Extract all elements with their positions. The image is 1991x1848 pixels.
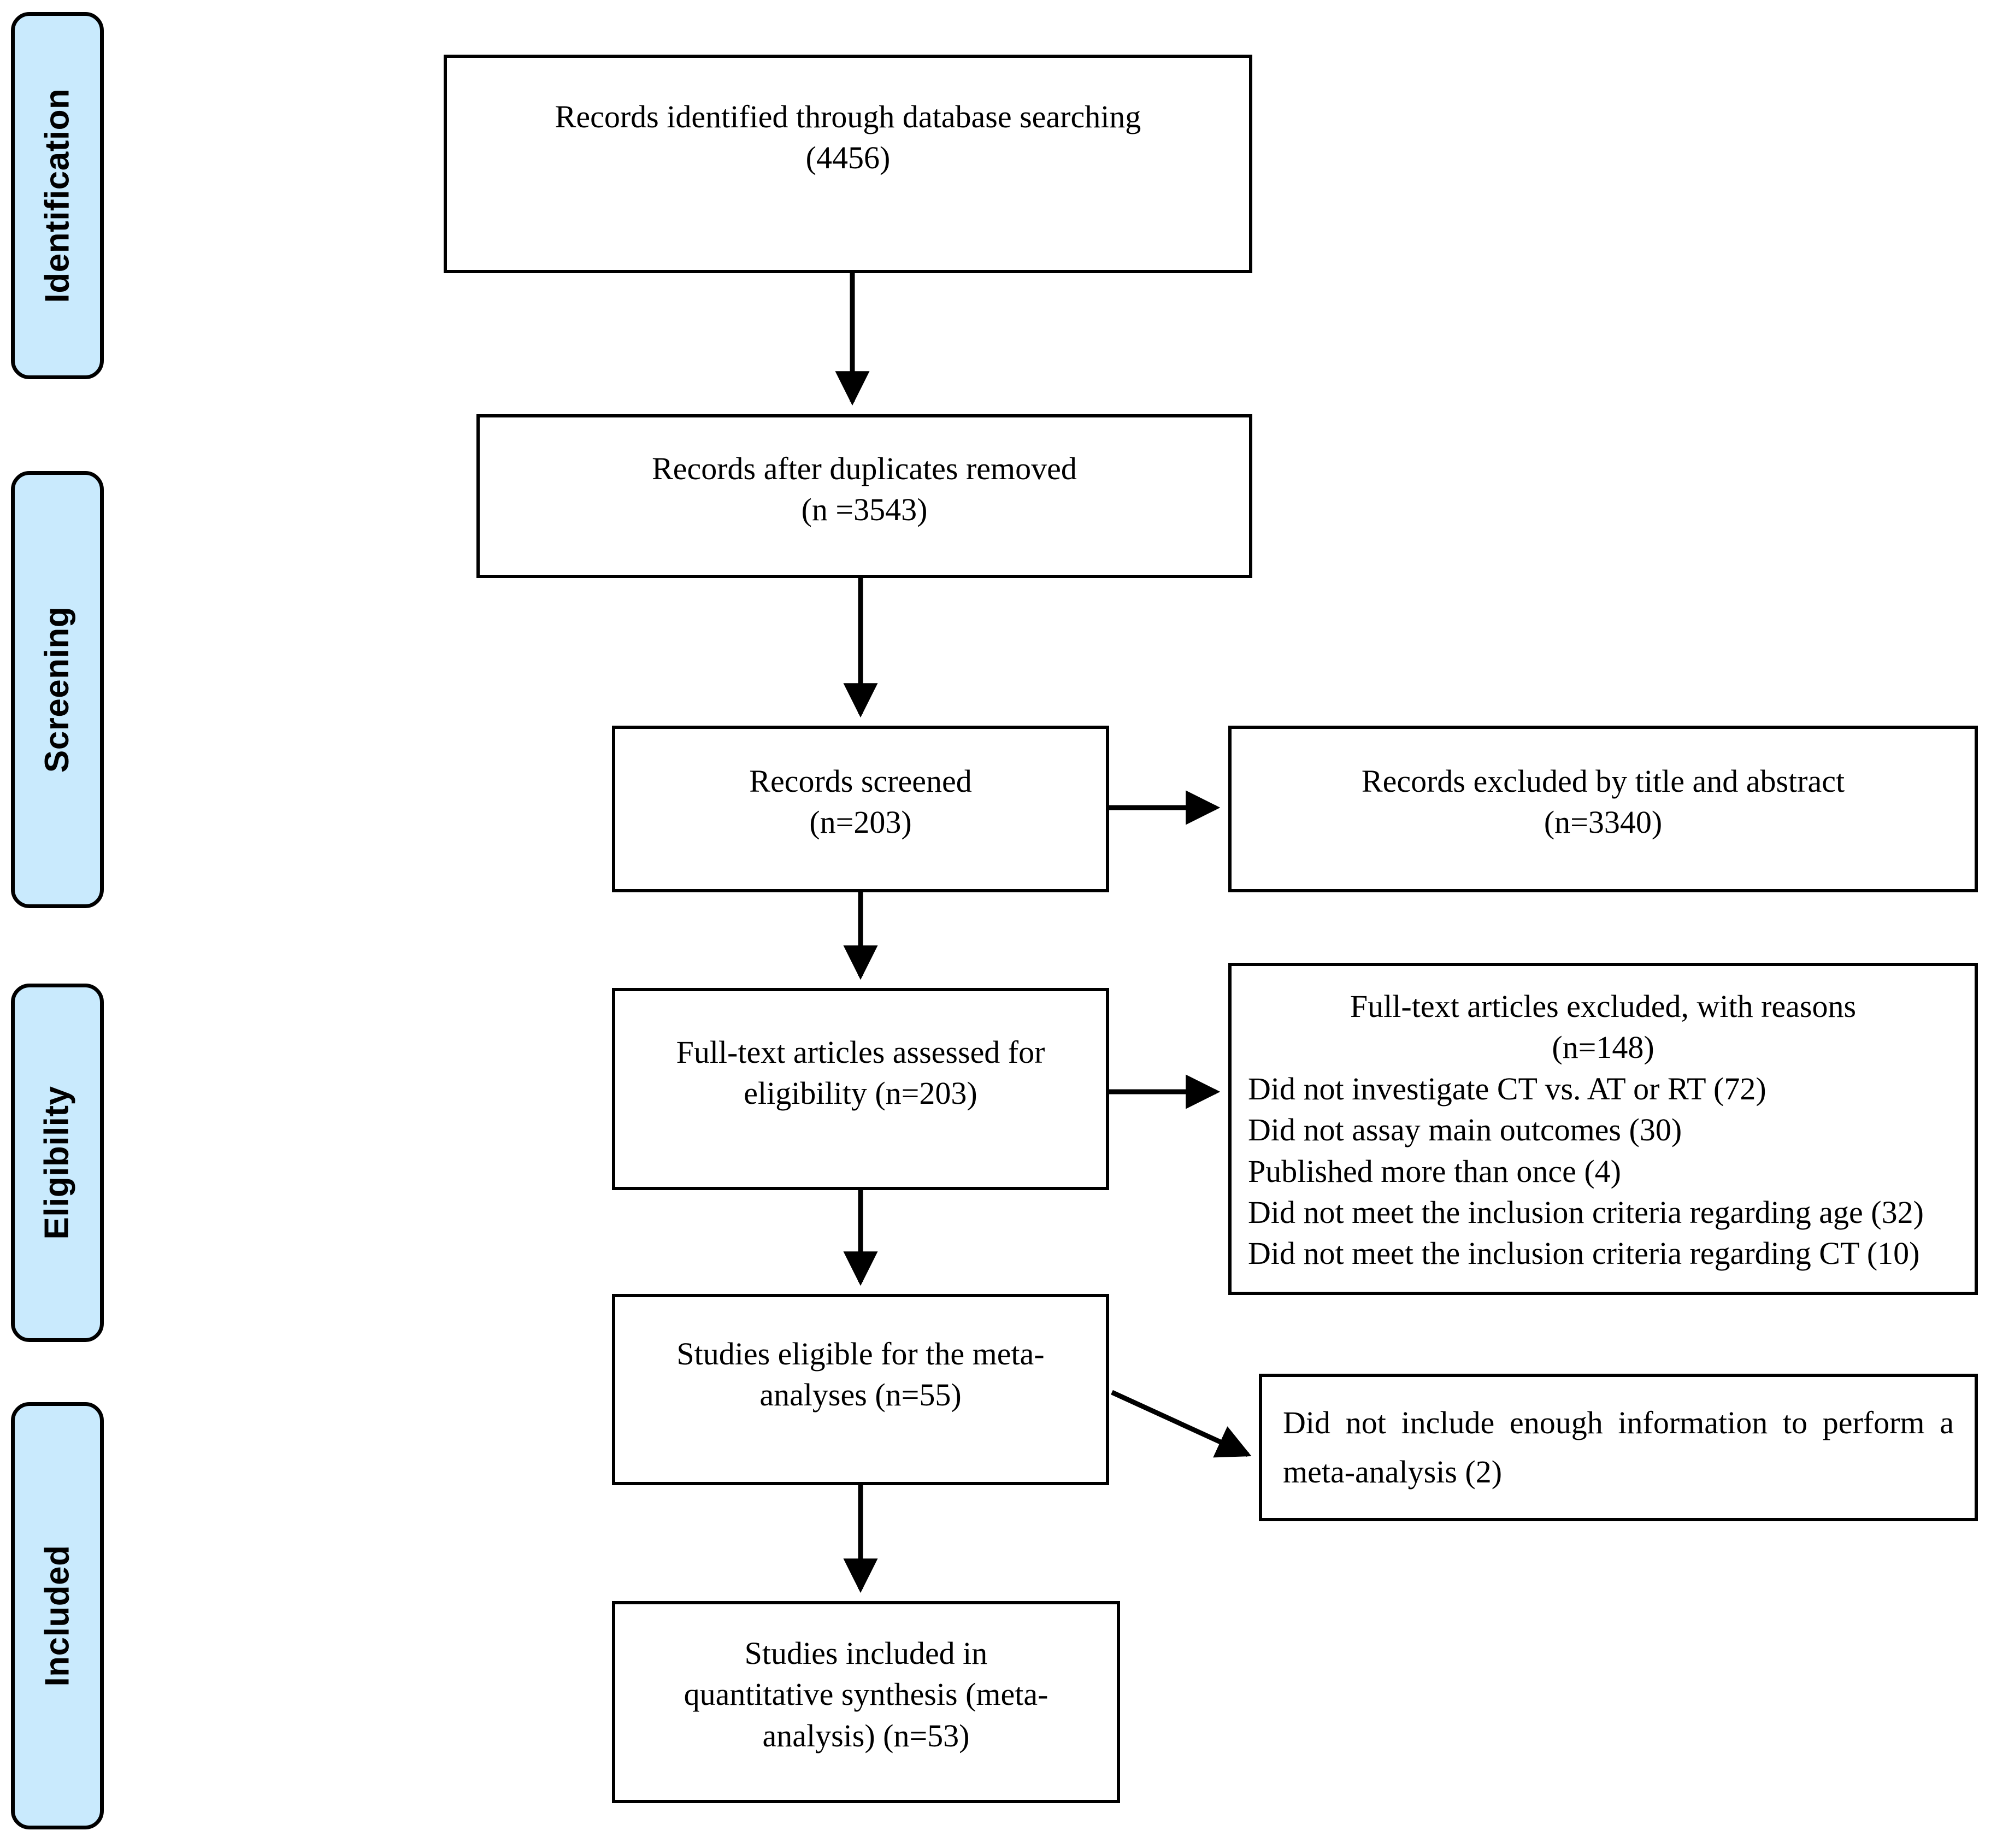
- box-duplicates-removed: Records after duplicates removed (n =354…: [476, 414, 1252, 578]
- box-records-excluded-text: Records excluded by title and abstract (…: [1361, 763, 1845, 840]
- box-duplicates-removed-text: Records after duplicates removed (n =354…: [652, 451, 1077, 528]
- box-studies-included: Studies included in quantitative synthes…: [612, 1601, 1120, 1803]
- box-records-identified: Records identified through database sear…: [444, 55, 1252, 273]
- box-not-enough-info: Did not include enough information to pe…: [1259, 1374, 1978, 1521]
- box-studies-eligible: Studies eligible for the meta- analyses …: [612, 1294, 1109, 1485]
- stage-included: Included: [11, 1402, 104, 1829]
- box-fulltext-excluded: Full-text articles excluded, with reason…: [1228, 963, 1978, 1295]
- box-studies-eligible-text: Studies eligible for the meta- analyses …: [676, 1336, 1045, 1413]
- arrow-studies-eligible-to-not-enough-info: [1111, 1390, 1252, 1458]
- box-not-enough-info-text: Did not include enough information to pe…: [1283, 1405, 1954, 1490]
- box-studies-included-text: Studies included in quantitative synthes…: [684, 1635, 1048, 1753]
- box-fulltext-assessed-text: Full-text articles assessed for eligibil…: [676, 1034, 1045, 1111]
- stage-eligibility: Eligibility: [11, 984, 104, 1342]
- box-fulltext-assessed: Full-text articles assessed for eligibil…: [612, 988, 1109, 1190]
- box-fulltext-excluded-reasons: Did not investigate CT vs. AT or RT (72)…: [1248, 1070, 1924, 1272]
- stage-label-screening: Screening: [38, 606, 76, 773]
- box-records-screened: Records screened (n=203): [612, 726, 1109, 892]
- box-records-identified-text: Records identified through database sear…: [555, 99, 1141, 176]
- stage-screening: Screening: [11, 471, 104, 908]
- box-fulltext-excluded-heading: Full-text articles excluded, with reason…: [1350, 988, 1857, 1066]
- stage-label-identification: Identification: [38, 88, 76, 303]
- box-records-screened-text: Records screened (n=203): [749, 763, 972, 840]
- stage-label-eligibility: Eligibility: [38, 1086, 76, 1240]
- stage-label-included: Included: [38, 1545, 76, 1687]
- stage-identification: Identification: [11, 12, 104, 379]
- box-records-excluded: Records excluded by title and abstract (…: [1228, 726, 1978, 892]
